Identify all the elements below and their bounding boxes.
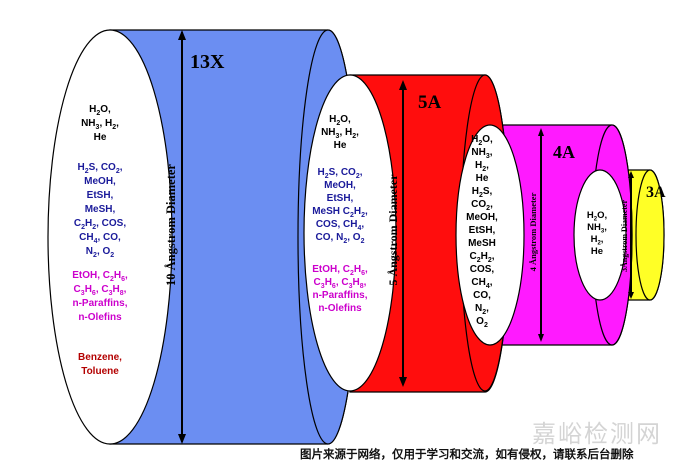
molecule-label: He <box>94 132 107 143</box>
molecule-label: He <box>591 246 603 257</box>
molecule-label: C3​H6​, C3​H8​, <box>74 284 127 297</box>
molecule-label: C2​H2​, COS, <box>74 218 127 231</box>
molecule-label: n-Olefins <box>318 303 362 314</box>
molecule-label: COS, <box>470 264 495 275</box>
opening-3a <box>573 169 627 301</box>
molecule-label: H2​S, CO2​, <box>317 167 362 180</box>
molecule-list-3a: H2​O,NH3​,H2​,He <box>587 210 607 257</box>
watermark: 嘉峪检测网 <box>532 420 662 448</box>
arrowhead-13x-top <box>178 30 186 40</box>
molecule-label: C2​H2​, <box>469 251 494 264</box>
diameter-label-3a: 3Ångstrom Diameter <box>620 200 629 273</box>
molecule-label: NH3​, H2​, <box>321 127 359 140</box>
molecule-label: MeOH, <box>466 212 498 223</box>
opening-4a <box>455 124 525 346</box>
molecule-label: H2​O, <box>89 104 111 117</box>
molecule-label: H2​, <box>475 160 489 173</box>
molecule-label: H2​S, CO2​, <box>77 162 122 175</box>
molecule-label: N2​, <box>475 303 489 316</box>
molecule-label: MeSH <box>468 238 496 249</box>
molecule-label: H2​O, <box>329 114 351 127</box>
molecule-label: Benzene, <box>78 352 122 363</box>
molecule-label: EtSH, <box>87 190 114 201</box>
arrowhead-5a-top <box>399 80 407 90</box>
molecule-label: CH4​, <box>471 277 492 290</box>
molecule-label: MeOH, <box>324 180 356 191</box>
arrowhead-3a-top <box>628 171 634 178</box>
opening-5a <box>303 74 397 392</box>
label-13x: 13X <box>190 51 225 73</box>
molecule-label: MeSH C2​H2​, <box>312 206 368 219</box>
molecule-label: EtSH, <box>469 225 496 236</box>
molecule-label: MeSH, <box>85 204 116 215</box>
cylinder-3a-end <box>635 169 665 301</box>
molecule-label: H2​S, <box>472 186 493 199</box>
molecule-label: CH4​, CO, <box>79 232 121 245</box>
molecule-label: EtOH, C2​H6​, <box>312 264 368 277</box>
molecule-label: H2​, <box>591 234 604 247</box>
molecule-label: NH3​, H2​, <box>81 118 119 131</box>
arrowhead-3a-bottom <box>628 292 634 299</box>
molecule-label: n-Paraffins, <box>312 290 367 301</box>
molecule-label: O2​ <box>476 316 488 329</box>
image-source-caption: 图片来源于网络，仅用于学习和交流，如有侵权，请联系后台删除 <box>300 447 634 461</box>
molecule-label: NH3​, <box>471 147 492 160</box>
diameter-label-13x: 10 Ångstrom Diameter <box>164 164 178 286</box>
arrowhead-4a-top <box>538 128 544 136</box>
molecule-label: NH3​, <box>587 222 607 235</box>
label-4a: 4A <box>553 142 575 162</box>
molecule-label: MeOH, <box>84 176 116 187</box>
molecule-label: COS, CH4​, <box>316 219 365 232</box>
molecule-label: n-Olefins <box>78 312 122 323</box>
molecule-label: H2​O, <box>587 210 607 223</box>
molecule-label: C3​H6​, C3​H8​, <box>314 277 367 290</box>
molecule-label: N2​, O2​ <box>86 246 114 259</box>
molecule-label: CO, <box>473 290 491 301</box>
molecule-label: He <box>476 173 489 184</box>
arrowhead-4a-bottom <box>538 334 544 342</box>
molecule-label: CO, N2​, O2​ <box>316 232 365 245</box>
opening-13x <box>47 29 173 445</box>
molecule-label: CO2​, <box>471 199 493 212</box>
arrowhead-13x-bottom <box>178 434 186 444</box>
molecule-label: EtSH, <box>327 193 354 204</box>
molecule-label: Toluene <box>81 366 119 377</box>
molecule-label: He <box>334 140 347 151</box>
diameter-label-4a: 4 Ångstrom Diameter <box>528 192 538 271</box>
molecule-label: n-Paraffins, <box>72 298 127 309</box>
molecule-label: EtOH, C2​H6​, <box>72 270 128 283</box>
label-3a: 3A <box>646 184 666 201</box>
label-5a: 5A <box>418 92 442 113</box>
arrowhead-5a-bottom <box>399 377 407 387</box>
diameter-label-5a: 5 Ångstrom Diameter <box>386 174 400 286</box>
molecule-label: H2​O, <box>471 134 493 147</box>
